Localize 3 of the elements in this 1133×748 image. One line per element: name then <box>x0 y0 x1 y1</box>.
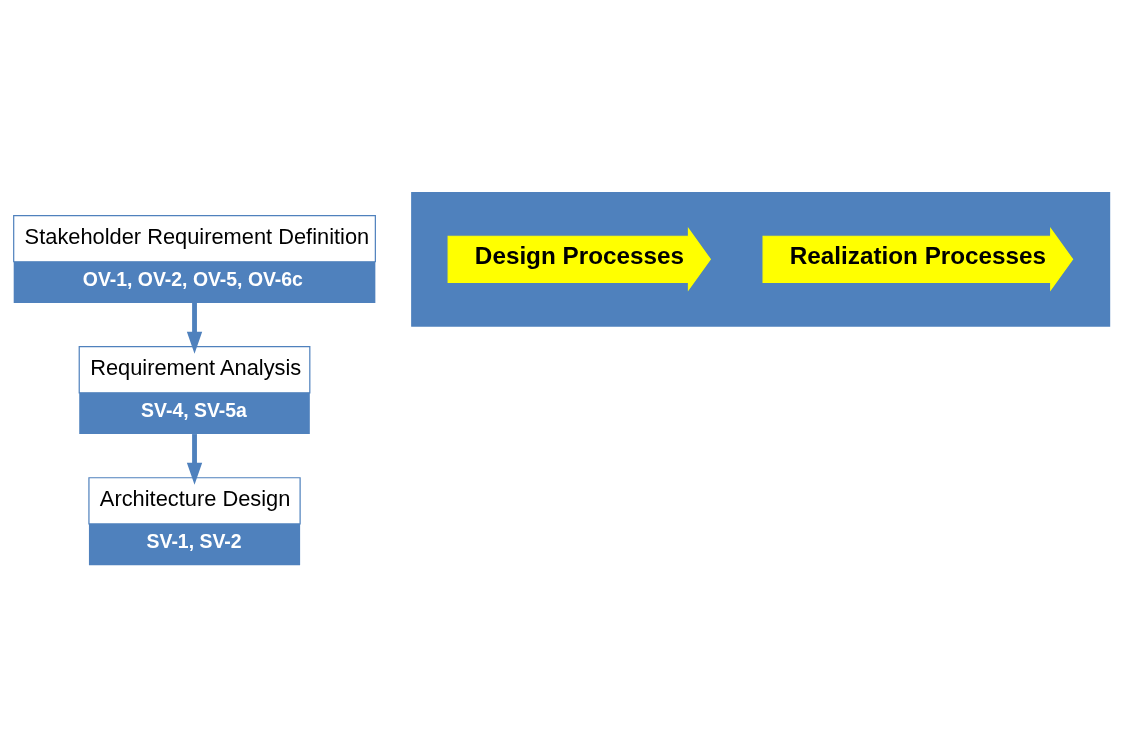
arrow <box>186 303 203 354</box>
cluster <box>411 191 1111 327</box>
arrow <box>186 434 203 485</box>
